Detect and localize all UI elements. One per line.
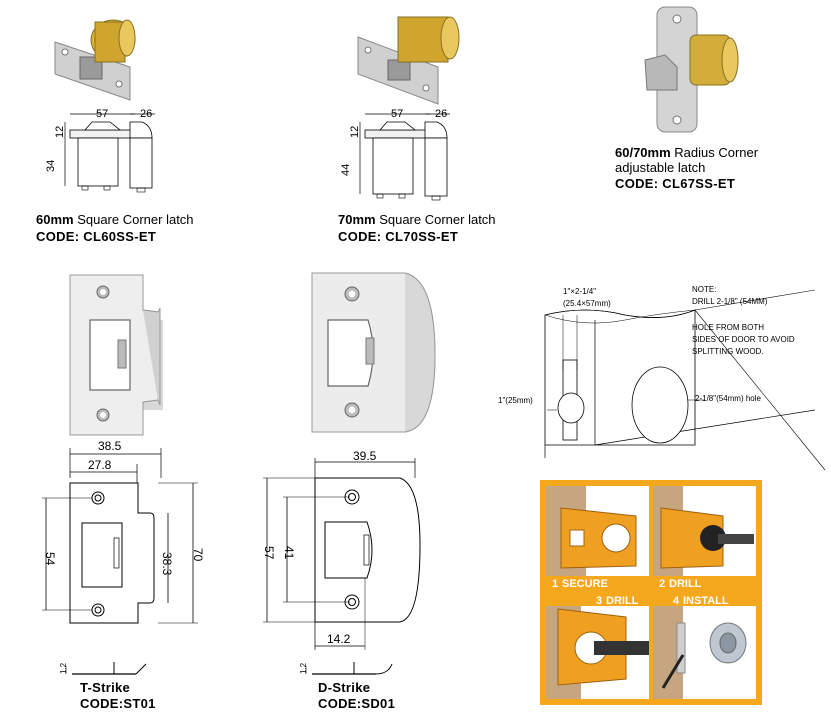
latch-radius-photo (644, 6, 739, 133)
latch-60-size: 60mm (36, 212, 74, 227)
note-title: NOTE: (692, 285, 716, 294)
svg-text:1.2: 1.2 (299, 662, 308, 674)
d-strike-drawing: 39.5 57 41 14.2 (262, 449, 421, 650)
latch-radius-name-2: adjustable latch (615, 160, 706, 175)
hole-dia-label: 2-1/8"(54mm) hole (695, 394, 762, 403)
svg-text:44: 44 (340, 164, 352, 176)
latch-60-drawing: 57 26 12 34 (45, 108, 155, 193)
step-1-label: SECURE (562, 578, 608, 590)
d-strike-profile: 1.2 (299, 662, 393, 675)
step-4-num: 4 (673, 595, 680, 607)
svg-text:12: 12 (349, 126, 361, 138)
t-strike-photo (69, 274, 163, 436)
step-4-label: INSTALL (683, 595, 729, 607)
svg-text:34: 34 (45, 160, 57, 172)
d-strike-code: CODE:SD01 (318, 696, 396, 711)
d-strike-name: D-Strike (318, 680, 371, 695)
step-drill-face-image: 3 DRILL (546, 593, 649, 699)
step-2-label: DRILL (669, 578, 702, 590)
latch-60-name: Square Corner latch (73, 212, 194, 227)
latch-70-photo (357, 16, 460, 105)
edge-bore-mm-label: (25.4×57mm) (563, 299, 611, 308)
step-3-label: DRILL (606, 595, 639, 607)
svg-text:26: 26 (435, 108, 447, 120)
bore-dia-label: 1"(25mm) (498, 396, 533, 405)
svg-text:27.8: 27.8 (88, 458, 112, 472)
latch-70-code: CODE: CL70SS-ET (338, 229, 459, 244)
svg-text:57: 57 (96, 108, 108, 120)
svg-text:54: 54 (43, 552, 57, 566)
latch-radius-code: CODE: CL67SS-ET (615, 176, 736, 191)
svg-text:38.5: 38.5 (98, 439, 122, 453)
step-1-num: 1 (552, 578, 558, 590)
install-steps-panel: 1 SECURE 2 DRILL 3 DRILL 4 INSTALL (540, 480, 762, 705)
svg-text:70: 70 (191, 548, 205, 562)
latch-60-title: 60mm Square Corner latch (36, 212, 194, 228)
note-hole-line1: HOLE FROM BOTH (692, 323, 764, 332)
latch-radius-name-1: Radius Corner (670, 145, 759, 160)
t-strike-code: CODE:ST01 (80, 696, 156, 711)
t-strike-profile: 1.2 (59, 662, 147, 675)
svg-text:57: 57 (391, 108, 403, 120)
note-drill: DRILL 2-1/8" (54MM) (692, 297, 768, 306)
latch-70-title: 70mm Square Corner latch (338, 212, 496, 228)
svg-text:1.2: 1.2 (59, 662, 68, 674)
latch-60-code: CODE: CL60SS-ET (36, 229, 157, 244)
step-2-num: 2 (659, 578, 665, 590)
latch-60-photo (54, 19, 136, 101)
step-3-num: 3 (596, 595, 602, 607)
t-strike-name: T-Strike (80, 680, 131, 695)
t-strike-drawing: 38.5 27.8 54 38.3 70 (42, 439, 205, 624)
latch-radius-title: 60/70mm Radius Corner (615, 145, 758, 161)
note-hole-line3: SPLITTING WOOD. (692, 347, 764, 356)
svg-text:26: 26 (140, 108, 152, 120)
svg-text:41: 41 (282, 546, 296, 560)
latch-radius-size: 60/70mm (615, 145, 671, 160)
step-drill-edge-image: 2 DRILL (653, 486, 756, 590)
note-hole-line2: SIDES OF DOOR TO AVOID (692, 335, 795, 344)
svg-text:12: 12 (54, 126, 66, 138)
latch-70-name: Square Corner latch (375, 212, 496, 227)
d-strike-photo (311, 272, 436, 433)
step-secure-image: 1 SECURE (546, 486, 649, 590)
svg-text:14.2: 14.2 (327, 632, 351, 646)
svg-text:39.5: 39.5 (353, 449, 377, 463)
latch-70-drawing: 57 26 12 44 (340, 108, 450, 201)
step-install-image: 4 INSTALL (653, 593, 756, 699)
svg-text:57: 57 (262, 546, 276, 560)
latch-70-size: 70mm (338, 212, 376, 227)
edge-bore-label: 1"×2-1/4" (563, 287, 596, 296)
door-bore-diagram: 1"×2-1/4" (25.4×57mm) 1"(25mm) 2-1/8"(54… (498, 285, 826, 471)
svg-text:38.3: 38.3 (160, 552, 174, 576)
